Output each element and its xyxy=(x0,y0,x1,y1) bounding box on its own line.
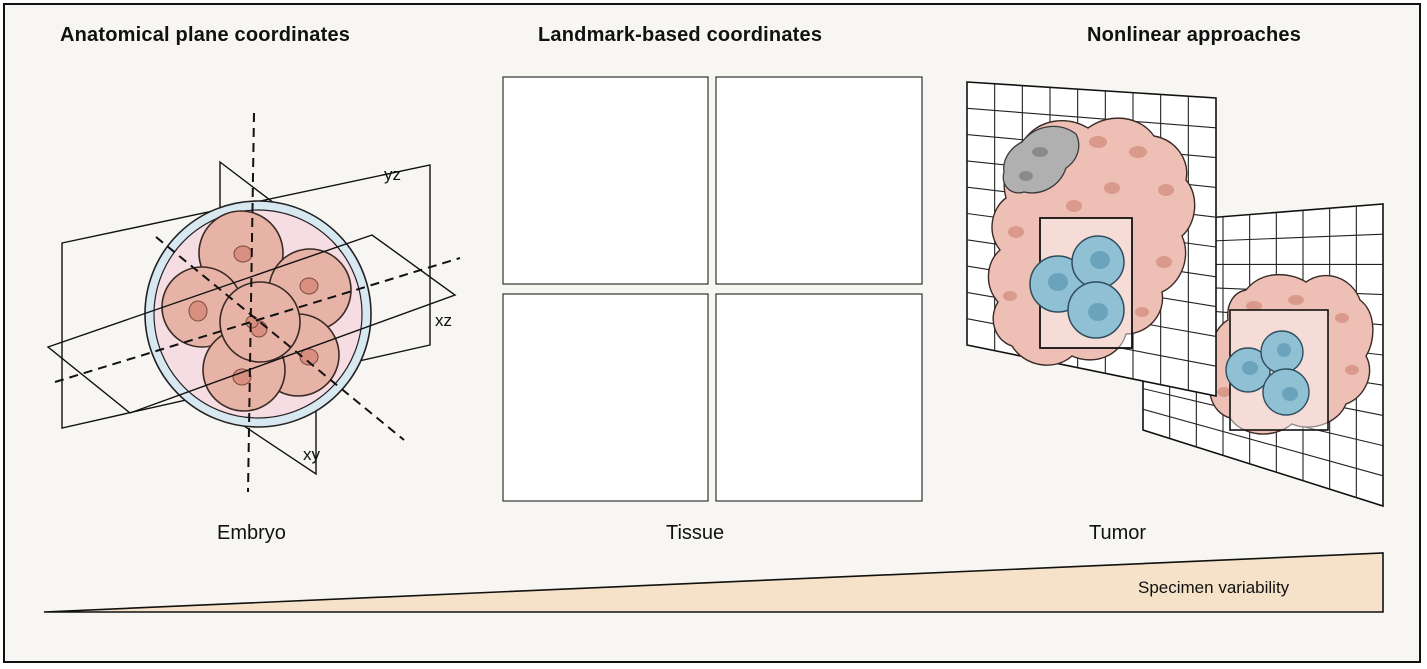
lung-panel-2 xyxy=(715,76,923,285)
lung-panel-3 xyxy=(502,293,709,502)
embryo-nuclei xyxy=(188,245,319,386)
embryo-axes xyxy=(54,112,461,493)
caption-tumor: Tumor xyxy=(1089,522,1147,544)
variability-wedge xyxy=(43,552,1384,613)
caption-embryo: Embryo xyxy=(217,522,286,544)
heading-landmark-based: Landmark-based coordinates xyxy=(538,24,823,46)
label-xz: xz xyxy=(435,311,452,330)
tumor-specimen-1 xyxy=(987,117,1196,366)
caption-tissue: Tissue xyxy=(666,522,725,544)
heading-anatomical-plane: Anatomical plane coordinates xyxy=(60,24,351,46)
yz-plane xyxy=(61,164,431,429)
tumor-illustration xyxy=(966,81,1384,508)
specimen-variability-label: Specimen variability xyxy=(1138,578,1290,597)
label-yz: yz xyxy=(384,165,401,184)
lung-panel-1 xyxy=(502,76,709,285)
lung-panels xyxy=(502,76,923,502)
xz-plane xyxy=(46,234,457,414)
tumor-specimen-2 xyxy=(1209,273,1374,435)
label-xy: xy xyxy=(303,445,321,464)
lung-panel-4 xyxy=(715,293,923,502)
embryo-illustration: yz xz xy xyxy=(46,112,461,493)
heading-nonlinear: Nonlinear approaches xyxy=(1087,24,1302,46)
